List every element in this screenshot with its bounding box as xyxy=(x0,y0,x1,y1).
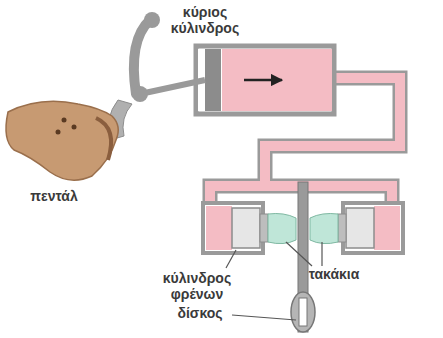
part-label: δίσκος xyxy=(165,305,235,321)
leader-line xyxy=(226,242,322,320)
brake-cylinder xyxy=(203,203,268,253)
foot xyxy=(6,101,118,180)
part-label: κύριος κύλινδρος xyxy=(164,4,246,36)
brake-cylinder xyxy=(338,203,403,253)
master-cylinder xyxy=(196,46,334,114)
brake-pads xyxy=(268,214,338,244)
part-label: κύλινδρος φρένων xyxy=(157,270,237,302)
part-label: τακάκια xyxy=(294,266,374,282)
part-label: πεντάλ xyxy=(19,188,89,204)
